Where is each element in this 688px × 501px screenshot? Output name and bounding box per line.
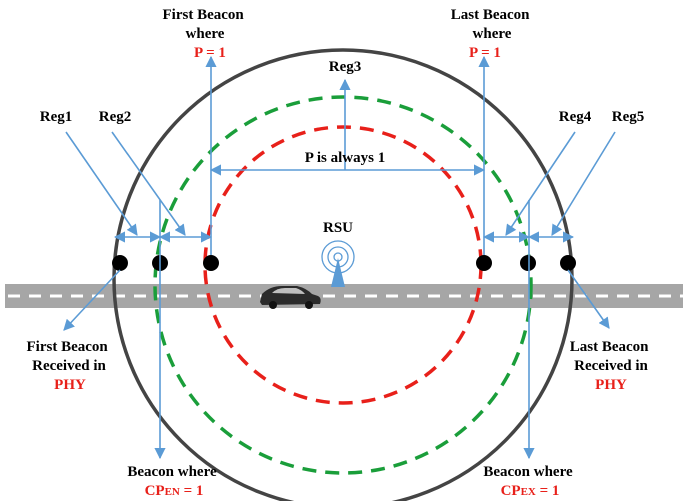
reg5-label: Reg5 <box>612 109 645 125</box>
beacon-where-cp-en-label: Beacon where <box>127 464 217 480</box>
last-beacon-phy-red: PHY <box>595 377 627 393</box>
first-phy-arrow <box>63 269 121 331</box>
last-beacon-phy-label: Last Beacon Received in <box>570 339 653 374</box>
outer-coverage-circle <box>112 48 574 501</box>
reg5-arrow <box>551 131 616 236</box>
first-beacon-phy-label: First Beacon Received in <box>27 339 112 374</box>
rsu-label: RSU <box>323 220 353 236</box>
p-always-label: P is always 1 <box>305 150 385 166</box>
reg4-label: Reg4 <box>559 109 592 125</box>
reg1-arrow <box>65 131 138 236</box>
last-phy-arrow <box>567 269 610 329</box>
reg4-arrow <box>505 131 576 236</box>
car-icon <box>260 286 321 309</box>
beacon-dot-3 <box>203 255 219 271</box>
first-beacon-label: First Beacon where <box>163 7 248 42</box>
beacon-dot-6 <box>560 255 576 271</box>
rsu-antenna-icon <box>321 240 355 287</box>
cp-ex-label: CPEX = 1 <box>501 483 560 499</box>
reg3-label: Reg3 <box>329 59 362 75</box>
beacon-where-cp-ex-label: Beacon where <box>483 464 573 480</box>
beacon-dot-1 <box>112 255 128 271</box>
reg1-label: Reg1 <box>40 109 73 125</box>
beacon-dot-4 <box>476 255 492 271</box>
last-beacon-p-label: P = 1 <box>469 45 501 61</box>
first-beacon-phy-red: PHY <box>54 377 86 393</box>
beacon-dot-5 <box>520 255 536 271</box>
last-beacon-label: Last Beacon where <box>451 7 534 42</box>
first-beacon-p-label: P = 1 <box>194 45 226 61</box>
cp-en-label: CPEN = 1 <box>145 483 204 499</box>
reg2-arrow <box>111 131 186 236</box>
green-dashed-circle <box>153 95 533 475</box>
reg2-label: Reg2 <box>99 109 132 125</box>
